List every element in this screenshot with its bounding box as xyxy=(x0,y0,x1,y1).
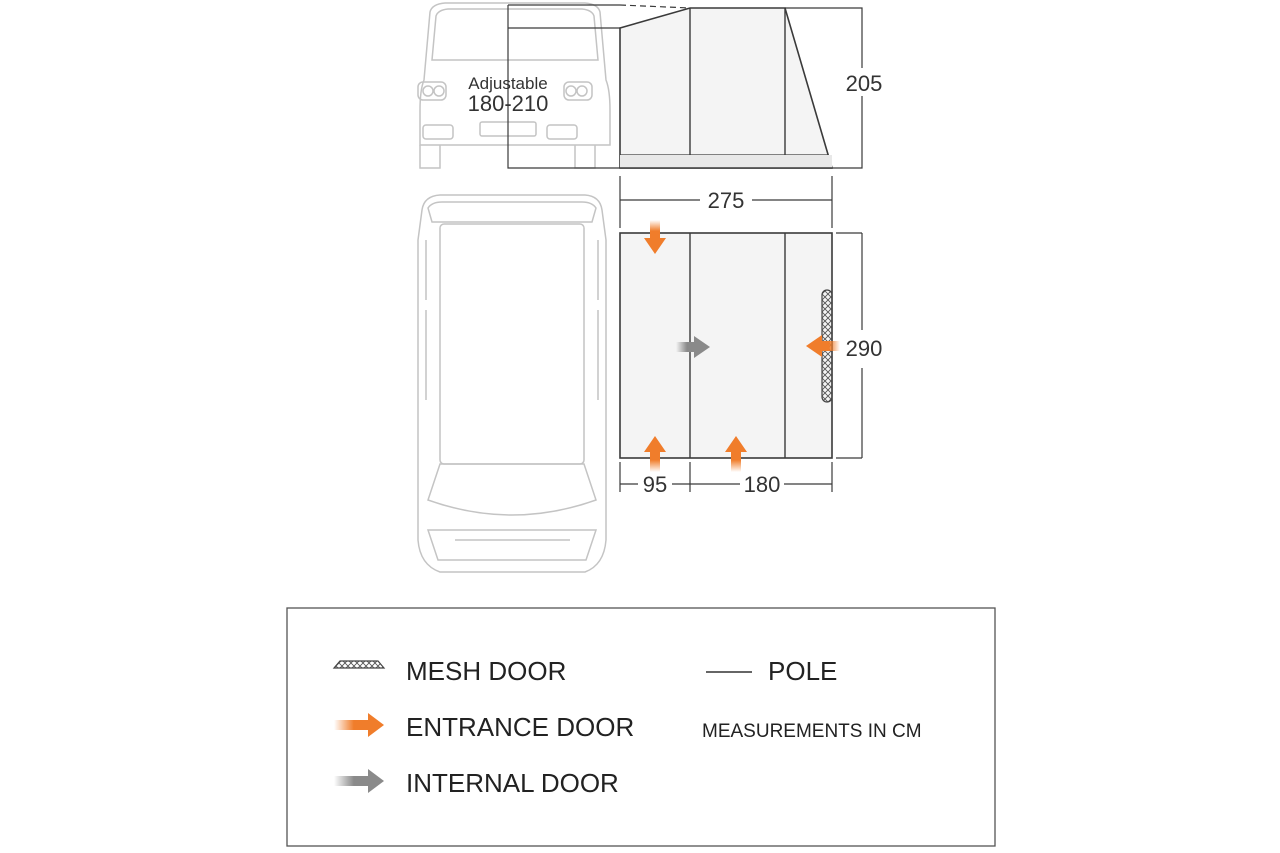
mesh-door-icon xyxy=(332,660,386,669)
entrance-door-arrow-top xyxy=(644,220,666,254)
legend-box xyxy=(286,607,996,847)
adjustable-range: 180-210 xyxy=(468,91,549,116)
height-dimension: 205 xyxy=(846,71,883,96)
awning-floor-plan xyxy=(619,232,833,459)
awning-side-view xyxy=(507,4,863,169)
vehicle-top-view xyxy=(417,194,607,573)
legend-pole: POLE xyxy=(768,656,837,686)
entrance-door-icon xyxy=(334,713,384,737)
section-1-dimension: 95 xyxy=(643,472,667,497)
entrance-door-arrow-bottom-left xyxy=(644,436,666,472)
entrance-door-arrow-bottom-right xyxy=(725,436,747,472)
internal-door-arrow xyxy=(676,336,710,358)
entrance-door-arrow-side xyxy=(806,335,840,357)
section-dimension-lines xyxy=(619,462,833,492)
depth-dimension-line xyxy=(836,232,863,459)
width-dimension: 275 xyxy=(708,188,745,213)
legend-internal-door: INTERNAL DOOR xyxy=(406,768,619,798)
legend-mesh-door: MESH DOOR xyxy=(406,656,566,686)
adjustable-label: Adjustable xyxy=(468,74,547,93)
internal-door-icon xyxy=(334,769,384,793)
legend-units-note: MEASUREMENTS IN CM xyxy=(702,721,922,742)
depth-dimension: 290 xyxy=(846,336,883,361)
width-dimension-line xyxy=(619,176,833,228)
section-2-dimension: 180 xyxy=(744,472,781,497)
legend-entrance-door: ENTRANCE DOOR xyxy=(406,712,634,742)
